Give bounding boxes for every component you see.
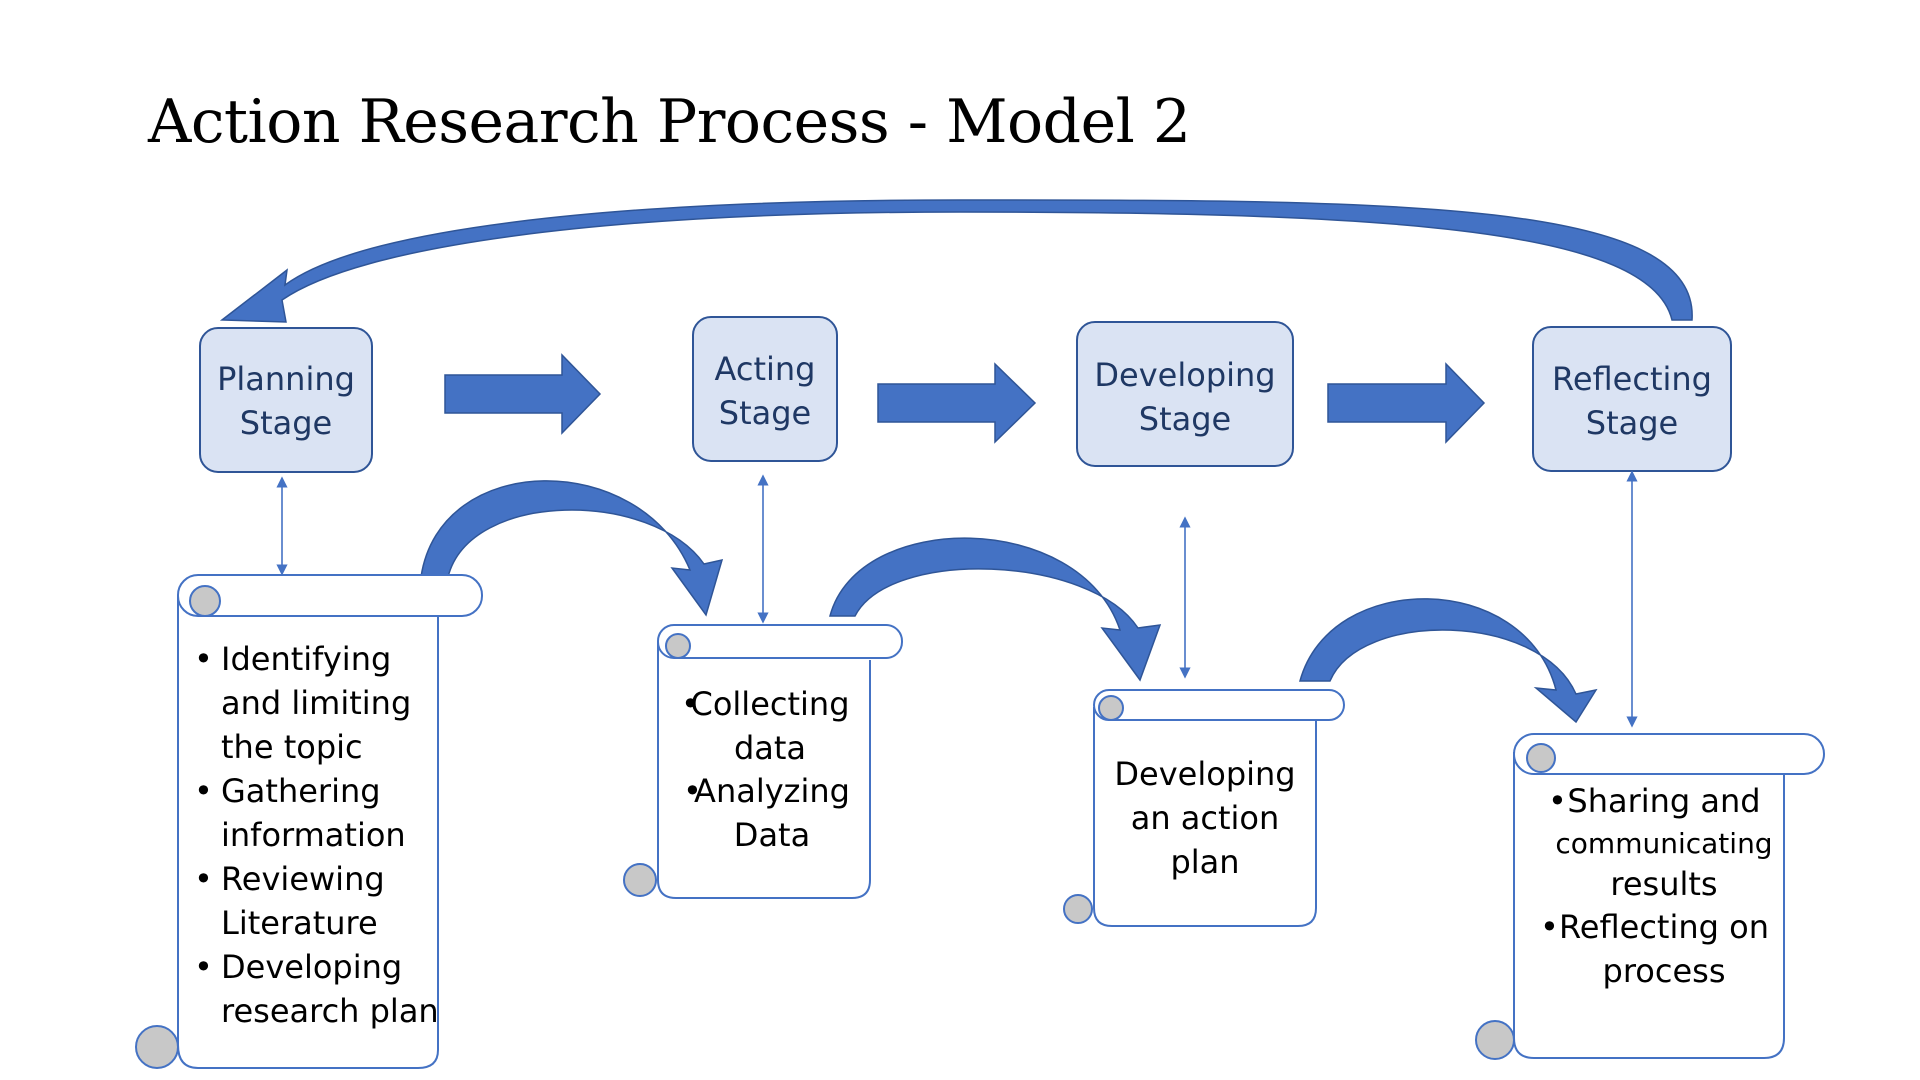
planning-bullet-2-line-1: Gathering xyxy=(221,772,381,810)
bullet-marker: • xyxy=(194,640,213,678)
bullet-marker: • xyxy=(194,860,213,898)
stage-acting: Acting Stage xyxy=(692,316,838,462)
planning-bullet-2-line-2: information xyxy=(221,816,406,854)
curved-arrow-acting-to-developing xyxy=(829,537,1162,682)
planning-bullet-3-line-2: Literature xyxy=(221,904,378,942)
scroll-curl-icon xyxy=(623,863,657,897)
bullet-marker: • xyxy=(1548,782,1567,820)
stage-acting-line2: Stage xyxy=(719,394,811,432)
stage-planning-line1: Planning xyxy=(217,360,355,398)
page-title: Action Research Process - Model 2 xyxy=(147,87,1191,157)
stage-reflecting-line1: Reflecting xyxy=(1552,360,1712,398)
bullet-marker: • xyxy=(194,948,213,986)
stage-developing: Developing Stage xyxy=(1076,321,1294,467)
arrow-acting-to-developing xyxy=(877,362,1037,444)
scroll-curl-icon xyxy=(665,633,691,659)
bullet-marker: • xyxy=(681,685,700,723)
scroll-curl-icon xyxy=(1526,743,1556,773)
reflecting-bullet-1-line-2: communicating xyxy=(1555,827,1772,860)
planning-bullet-1-line-1: Identifying xyxy=(221,640,391,678)
scroll-acting: • Collecting data • Analyzing Data xyxy=(623,624,903,899)
reflecting-bullet-2-line-2: process xyxy=(1603,952,1726,990)
planning-bullet-1-line-2: and limiting xyxy=(221,684,411,722)
reflecting-bullet-2-line-1: Reflecting on xyxy=(1559,908,1769,946)
bullet-marker: • xyxy=(194,772,213,810)
reflecting-bullet-1-line-3: results xyxy=(1610,865,1717,903)
scroll-curl-icon xyxy=(1475,1020,1515,1060)
acting-bullet-1-line-1: Collecting xyxy=(690,685,849,723)
stage-developing-line2: Stage xyxy=(1139,400,1231,438)
curved-arrow-planning-to-acting xyxy=(420,480,724,617)
planning-bullet-1-line-3: the topic xyxy=(221,728,363,766)
bullet-marker: • xyxy=(683,772,702,810)
scroll-curl-icon xyxy=(1098,695,1124,721)
bullet-marker: • xyxy=(1540,908,1559,946)
arrow-developing-to-reflecting xyxy=(1327,362,1486,444)
stage-acting-line1: Acting xyxy=(715,350,816,388)
planning-bullet-4-line-1: Developing xyxy=(221,948,402,986)
scroll-reflecting: • Sharing and communicating results • Re… xyxy=(1475,733,1825,1060)
scroll-developing: Developing an action plan xyxy=(1063,689,1345,927)
acting-bullet-2-line-2: Data xyxy=(734,816,810,854)
stage-reflecting: Reflecting Stage xyxy=(1532,326,1732,472)
acting-bullet-1-line-2: data xyxy=(734,729,806,767)
curved-arrow-developing-to-reflecting xyxy=(1299,598,1598,724)
scroll-curl-icon xyxy=(135,1025,179,1069)
scroll-planning: • Identifying and limiting the topic • G… xyxy=(135,574,483,1069)
developing-line-2: an action xyxy=(1131,799,1280,837)
reflecting-bullet-1-line-1: Sharing and xyxy=(1567,782,1760,820)
scroll-curl-icon xyxy=(1063,894,1093,924)
developing-line-1: Developing xyxy=(1114,755,1295,793)
stage-planning-line2: Stage xyxy=(240,404,332,442)
return-arc-arrow xyxy=(219,199,1693,323)
planning-bullet-4-line-2: research plan xyxy=(221,992,439,1030)
acting-bullet-2-line-1: Analyzing xyxy=(694,772,850,810)
stage-reflecting-line2: Stage xyxy=(1586,404,1678,442)
planning-bullet-3-line-1: Reviewing xyxy=(221,860,385,898)
arrow-planning-to-acting xyxy=(444,353,602,435)
developing-line-3: plan xyxy=(1170,843,1239,881)
stage-planning: Planning Stage xyxy=(199,327,373,473)
scroll-curl-icon xyxy=(189,585,221,617)
stage-developing-line1: Developing xyxy=(1094,356,1275,394)
